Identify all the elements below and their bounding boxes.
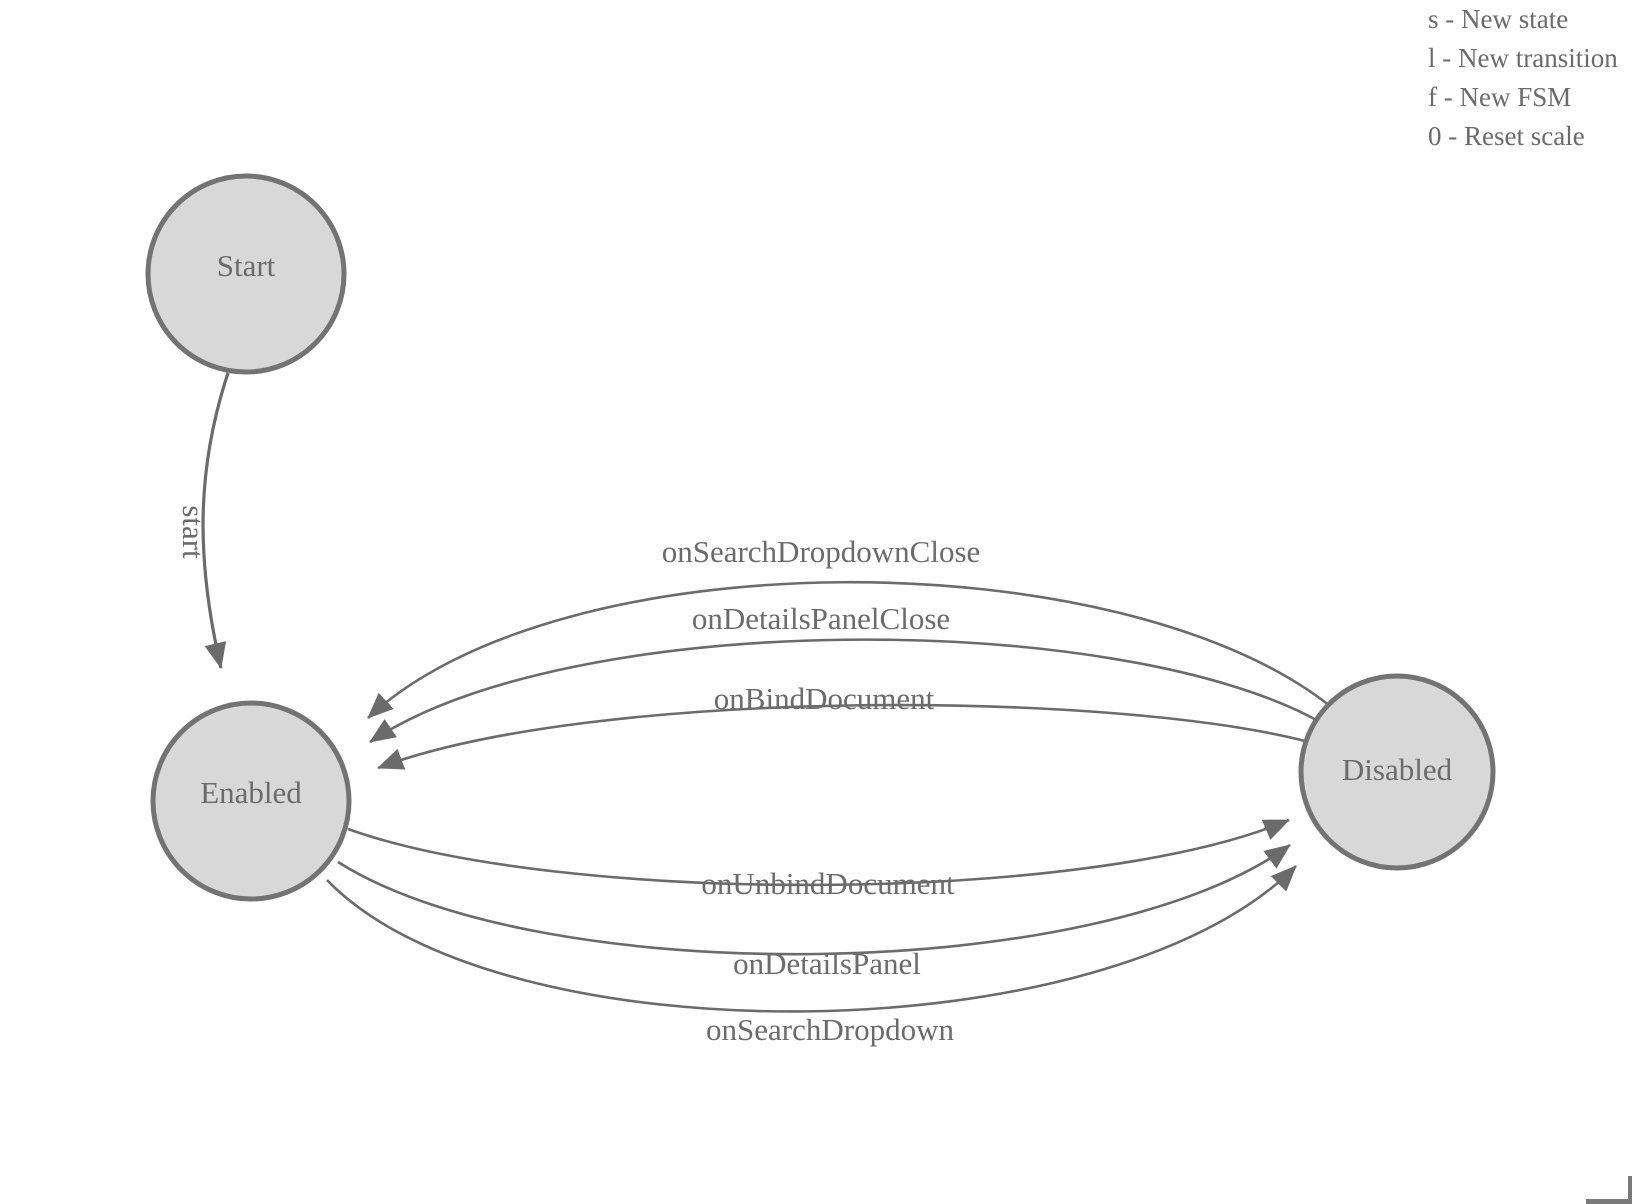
- edge-onDetailsPanelClose[interactable]: [369, 638, 1321, 744]
- resize-corner-handle[interactable]: [1586, 1176, 1632, 1204]
- edge-label-onUnbindDocument: onUnbindDocument: [701, 866, 955, 901]
- edge-label-onSearchDropdownClose: onSearchDropdownClose: [661, 534, 981, 569]
- edge-onBindDocument[interactable]: [377, 703, 1310, 770]
- edge-label-onSearchDropdown: onSearchDropdown: [706, 1012, 954, 1047]
- edge-layer: [201, 372, 1331, 1013]
- state-label-enabled: Enabled: [200, 775, 302, 810]
- edge-onDetailsPanel[interactable]: [337, 843, 1291, 956]
- edge-label-onDetailsPanel: onDetailsPanel: [733, 946, 921, 981]
- edge-label-onDetailsPanelClose: onDetailsPanelClose: [691, 601, 951, 636]
- edge-onSearchDropdownClose[interactable]: [367, 580, 1331, 719]
- edge-onSearchDropdown[interactable]: [326, 865, 1297, 1013]
- edge-label-start: start: [176, 505, 211, 559]
- state-node-start[interactable]: [145, 173, 347, 375]
- node-layer: [145, 173, 1496, 902]
- state-label-disabled: Disabled: [1341, 752, 1453, 787]
- edge-start-to-enabled[interactable]: [201, 372, 230, 669]
- state-label-start: Start: [216, 248, 276, 283]
- edge-onUnbindDocument[interactable]: [347, 818, 1290, 887]
- state-node-disabled[interactable]: [1298, 673, 1496, 871]
- state-node-enabled[interactable]: [150, 700, 352, 902]
- edge-label-onBindDocument: onBindDocument: [713, 681, 935, 716]
